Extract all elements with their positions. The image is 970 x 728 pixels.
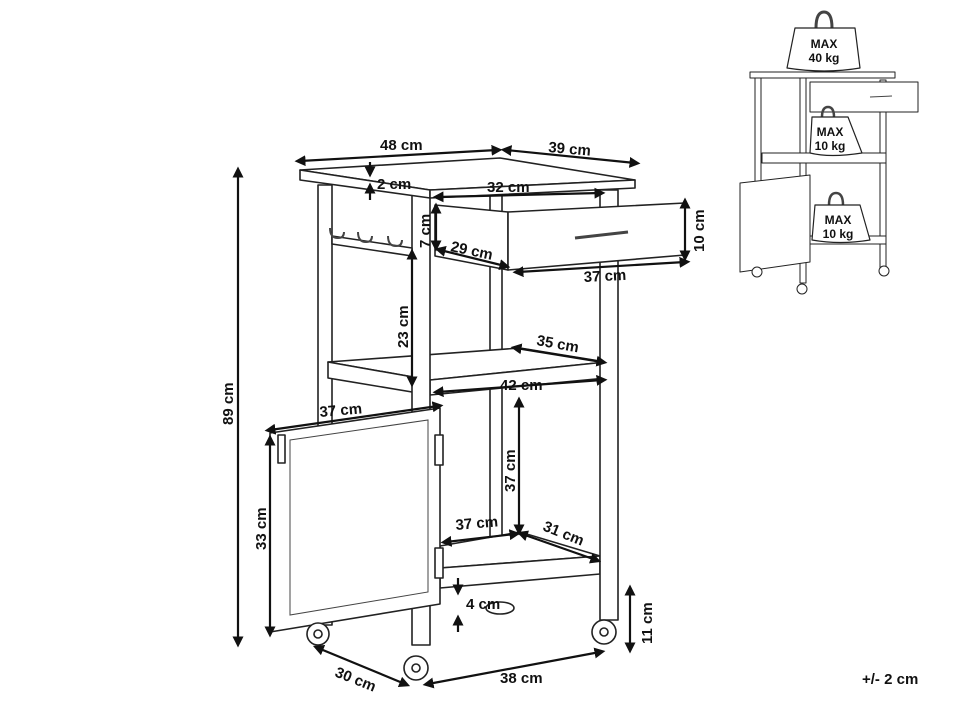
dim-base-depth: 30 cm: [333, 664, 379, 696]
dim-lower-shelf-width: 37 cm: [455, 513, 499, 534]
weight-bottom-icon: MAX 10 kg: [811, 191, 871, 244]
dim-depth-top: 39 cm: [548, 139, 592, 160]
dim-base-width: 38 cm: [500, 670, 543, 687]
dim-width-top: 48 cm: [380, 137, 423, 154]
weight-top-label: MAX: [811, 37, 838, 51]
tolerance-note: +/- 2 cm: [862, 671, 918, 688]
dim-shelf-width: 42 cm: [500, 377, 543, 394]
dim-door-width: 37 cm: [319, 400, 363, 421]
caster-wheels: [306, 601, 617, 681]
drawer-handle: [574, 230, 629, 240]
dim-total-height: 89 cm: [220, 382, 237, 425]
load-capacity-thumbnail: MAX 40 kg MAX 10 kg MAX 10 kg: [739, 10, 919, 295]
weight-bottom-value: 10 kg: [823, 227, 854, 241]
weight-shelf-label: MAX: [817, 125, 844, 139]
dim-door-height: 33 cm: [253, 507, 270, 550]
dim-wheel-height: 11 cm: [639, 602, 656, 644]
dim-bottom-rail: 4 cm: [466, 596, 500, 613]
dim-lower-gap: 37 cm: [502, 449, 519, 492]
dim-drawer-inner-height: 7 cm: [417, 214, 434, 248]
weight-shelf-icon: MAX 10 kg: [809, 105, 863, 157]
open-door: [269, 407, 441, 633]
hook-icons: [329, 227, 403, 248]
weight-top-value: 40 kg: [809, 51, 840, 65]
dim-drawer-front-width: 37 cm: [583, 267, 626, 286]
dim-top-thickness: 2 cm: [377, 176, 411, 193]
dimension-lines: [232, 144, 691, 689]
weight-shelf-value: 10 kg: [815, 139, 846, 153]
weight-bottom-label: MAX: [825, 213, 852, 227]
dim-drawer-front-height: 10 cm: [691, 209, 708, 252]
drawer-side: [434, 204, 509, 271]
weight-top-icon: MAX 40 kg: [786, 10, 861, 72]
dim-upper-shelf-gap: 23 cm: [395, 305, 412, 348]
dim-drawer-width: 32 cm: [487, 179, 530, 196]
